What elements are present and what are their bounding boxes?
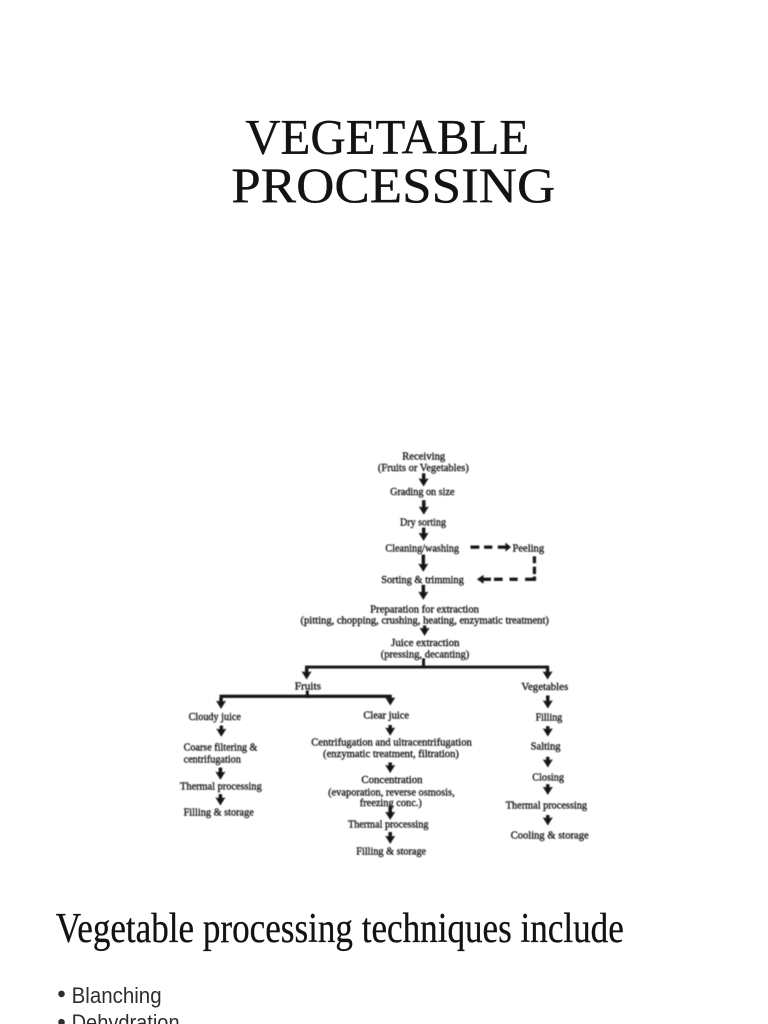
svg-text:Centrifugation and ultracentri: Centrifugation and ultracentrifugation [311,737,472,749]
svg-text:Dehydration: Dehydration [72,1010,180,1024]
svg-text:Filling: Filling [536,712,563,724]
svg-text:Thermal processing: Thermal processing [180,781,262,793]
svg-text:(Fruits or Vegetables): (Fruits or Vegetables) [378,462,469,474]
svg-text:Vegetable processing technique: Vegetable processing techniques include [56,906,624,952]
svg-text:Peeling: Peeling [513,542,545,554]
svg-text:Receiving: Receiving [402,451,445,463]
svg-text:Cloudy juice: Cloudy juice [189,711,241,723]
svg-text:Thermal processing: Thermal processing [506,800,588,812]
svg-text:Cooling & storage: Cooling & storage [511,829,589,841]
svg-text:Fruits: Fruits [295,680,321,692]
svg-text:Juice extraction: Juice extraction [391,637,460,649]
svg-text:Salting: Salting [531,741,561,753]
svg-text:Thermal processing: Thermal processing [348,819,429,831]
svg-text:freezing conc.): freezing conc.) [360,797,422,809]
svg-text:Grading on size: Grading on size [390,486,455,498]
svg-text:PROCESSING: PROCESSING [231,157,555,213]
svg-text:VEGETABLE: VEGETABLE [245,109,529,165]
svg-text:Sorting & trimming: Sorting & trimming [381,574,464,586]
svg-text:Closing: Closing [532,771,564,783]
svg-text:Cleaning/washing: Cleaning/washing [385,542,459,554]
svg-text:Coarse filtering &: Coarse filtering & [184,741,258,753]
svg-text:Filling & storage: Filling & storage [184,806,254,818]
svg-text:Concentration: Concentration [361,774,423,786]
svg-text:(evaporation, reverse osmosis,: (evaporation, reverse osmosis, [328,786,455,798]
svg-text:centrifugation: centrifugation [184,753,242,765]
svg-text:Blanching: Blanching [72,983,162,1008]
svg-text:Vegetables: Vegetables [521,681,568,693]
svg-text:Dry sorting: Dry sorting [400,516,446,528]
svg-text:Preparation for extraction: Preparation for extraction [370,603,479,615]
svg-text:Clear juice: Clear juice [363,709,409,721]
svg-text:Filling & storage: Filling & storage [356,846,426,858]
svg-text:(pressing, decanting): (pressing, decanting) [381,648,470,660]
svg-text:(pitting, chopping, crushing,: (pitting, chopping, crushing, heating, e… [301,615,550,627]
svg-text:(enzymatic treatment, filtrati: (enzymatic treatment, filtration) [323,748,459,760]
